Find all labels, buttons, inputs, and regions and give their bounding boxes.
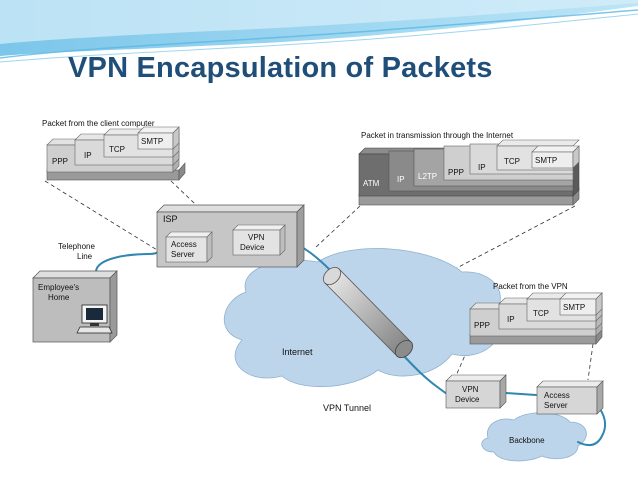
isp-access-server-line2: Server [171,250,195,259]
vpn-tunnel [322,266,414,359]
remote-vpn-device: VPN Device [445,374,507,409]
isp-vpn-device: VPN Device [232,224,286,256]
isp-vpn-device-line2: Device [240,243,265,252]
vpn-packet-label-ip: IP [507,315,515,324]
packet-layer-smtp: SMTP [137,126,180,150]
vpn-packet-label: Packet from the VPN [493,282,568,291]
remote-access-server-line1: Access [544,391,570,400]
packet-label-ip: IP [84,151,92,160]
header-waves [0,0,638,63]
isp-access-server-line1: Access [171,240,197,249]
packet-label-ppp: PPP [52,157,68,166]
employee-home-line2: Home [48,293,70,302]
telephone-label-line2: Line [77,252,93,261]
client-packet-label: Packet from the client computer [42,119,155,128]
transit-packet-label: Packet in transmission through the Inter… [361,131,514,140]
remote-access-server: Access Server [536,380,604,415]
isp-access-server: Access Server [165,231,213,263]
packet-label-l2tp: L2TP [418,172,437,181]
vpn-packet-layer-smtp: SMTP [559,292,603,316]
packet-label-ppp-inner: PPP [448,168,464,177]
transit-packet: ATM IP L2TP PPP IP TCP SMTP [358,139,580,206]
vpn-packet: PPP IP TCP SMTP [469,292,603,345]
remote-access-server-line2: Server [544,401,568,410]
packet-label-ip-inner: IP [478,163,486,172]
employee-home-line1: Employee's [38,283,79,292]
vpn-packet-label-tcp: TCP [533,309,549,318]
slide-title: VPN Encapsulation of Packets [68,52,493,84]
remote-vpn-device-line2: Device [455,395,480,404]
backbone-label: Backbone [509,436,545,445]
packet-layer-smtp-inner: SMTP [531,145,580,169]
computer-icon [76,304,113,334]
packet-label-atm: ATM [363,179,380,188]
client-packet: PPP IP TCP SMTP [46,126,186,181]
backbone-cloud [481,412,587,462]
packet-label-tcp: TCP [109,145,125,154]
isp-vpn-device-line1: VPN [248,233,265,242]
remote-vpn-device-line1: VPN [462,385,479,394]
telephone-label-line1: Telephone [58,242,95,251]
packet-label-smtp-inner: SMTP [535,156,557,165]
vpn-packet-label-smtp: SMTP [563,303,585,312]
packet-label-ip-outer: IP [397,175,405,184]
isp-label: ISP [163,214,178,224]
vpn-packet-label-ppp: PPP [474,321,490,330]
vpn-tunnel-label: VPN Tunnel [323,403,371,413]
packet-label-tcp-inner: TCP [504,157,520,166]
packet-label-smtp: SMTP [141,137,163,146]
internet-label: Internet [282,347,313,357]
